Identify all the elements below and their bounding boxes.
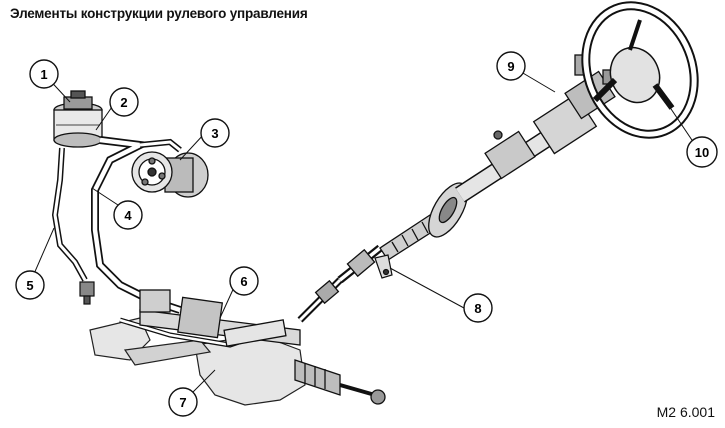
callout-5: 5 — [15, 270, 45, 300]
svg-text:2: 2 — [120, 95, 127, 110]
svg-text:4: 4 — [124, 208, 132, 223]
svg-text:7: 7 — [179, 395, 186, 410]
svg-text:6: 6 — [240, 274, 247, 289]
callout-10: 10 — [686, 136, 718, 168]
callout-1: 1 — [29, 59, 59, 89]
subframe — [89, 317, 306, 406]
svg-text:5: 5 — [26, 278, 33, 293]
fluid-reservoir — [53, 90, 103, 148]
callout-7: 7 — [168, 387, 198, 417]
callout-2: 2 — [109, 87, 139, 117]
intermediate-shaft — [297, 214, 439, 323]
hose-fitting — [79, 281, 95, 305]
steering-wheel — [581, 1, 699, 139]
svg-text:8: 8 — [474, 301, 481, 316]
diagram-title: Элементы конструкции рулевого управления — [10, 6, 308, 21]
callout-3: 3 — [200, 118, 230, 148]
figure-code: M2 6.001 — [656, 404, 715, 420]
svg-text:3: 3 — [211, 126, 218, 141]
svg-text:1: 1 — [40, 67, 47, 82]
callout-6: 6 — [229, 266, 259, 296]
mounting-bracket — [374, 254, 393, 279]
svg-text:10: 10 — [695, 145, 709, 160]
callout-8: 8 — [463, 293, 493, 323]
steering-column — [455, 54, 622, 203]
callout-4: 4 — [113, 200, 143, 230]
callout-9: 9 — [496, 51, 526, 81]
svg-text:9: 9 — [507, 59, 514, 74]
steering-rack — [139, 289, 386, 405]
steering-pump — [131, 151, 209, 198]
